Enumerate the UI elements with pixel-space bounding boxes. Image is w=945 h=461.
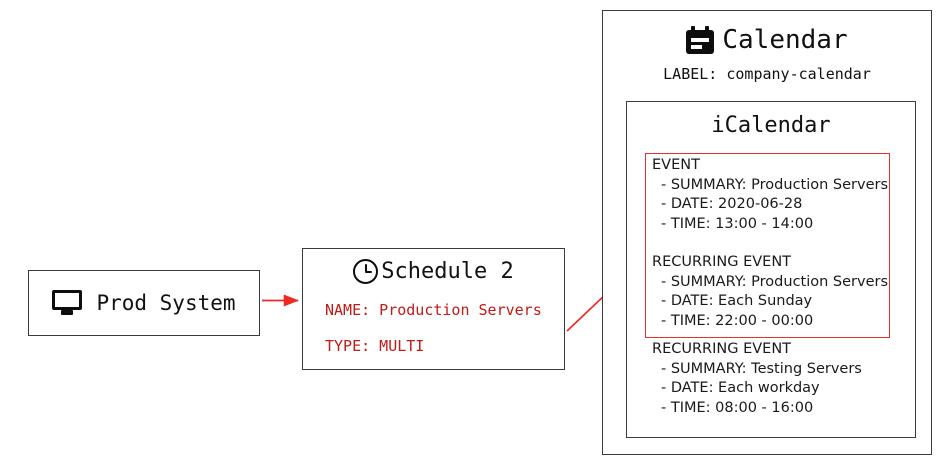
node-schedule-header: Schedule 2 <box>303 259 564 284</box>
calendar-tab-right <box>705 26 710 33</box>
event-entry-2-time: - TIME: 22:00 - 00:00 <box>661 312 814 329</box>
calendar-line-2 <box>691 45 703 49</box>
clock-hand-hour <box>365 271 373 274</box>
node-schedule-title: Schedule 2 <box>381 259 514 284</box>
event-entry-2-summary: - SUMMARY: Production Servers <box>661 273 889 290</box>
event-entry-3-summary: - SUMMARY: Testing Servers <box>661 360 862 377</box>
event-highlight-region <box>645 153 890 338</box>
node-calendar-title: Calendar <box>722 25 848 55</box>
clock-hand-minute <box>364 264 367 272</box>
node-calendar-header: Calendar <box>603 25 931 55</box>
monitor-stand <box>61 310 74 315</box>
event-entry-1: EVENT - SUMMARY: Production Servers - DA… <box>652 156 888 234</box>
monitor-icon <box>52 290 83 316</box>
calendar-label-line: LABEL: company-calendar <box>663 65 871 83</box>
event-entry-2-heading: RECURRING EVENT <box>652 254 792 270</box>
node-prod-system[interactable]: Prod System <box>28 270 260 336</box>
calendar-line-1 <box>691 38 710 42</box>
event-entry-2-date: - DATE: Each Sunday <box>661 293 813 310</box>
event-entry-3-date: - DATE: Each workday <box>661 380 820 397</box>
event-entry-1-date: - DATE: 2020-06-28 <box>661 196 803 213</box>
event-entry-1-summary: - SUMMARY: Production Servers <box>661 176 889 193</box>
event-entry-3-time: - TIME: 08:00 - 16:00 <box>661 399 814 416</box>
event-entry-3: RECURRING EVENT - SUMMARY: Testing Serve… <box>652 340 862 418</box>
clock-icon <box>353 259 379 284</box>
event-entry-2: RECURRING EVENT - SUMMARY: Production Se… <box>652 253 888 331</box>
node-schedule[interactable]: Schedule 2 NAME: Production Servers TYPE… <box>302 248 565 370</box>
event-entry-1-heading: EVENT <box>652 157 700 173</box>
schedule-attribute-name: NAME: Production Servers <box>325 301 542 319</box>
clock-dial <box>353 259 379 284</box>
node-prod-system-title: Prod System <box>96 291 236 315</box>
calendar-icon <box>686 26 715 54</box>
event-entry-3-heading: RECURRING EVENT <box>652 341 792 357</box>
calendar-body <box>686 30 715 54</box>
event-entry-1-time: - TIME: 13:00 - 14:00 <box>661 215 814 232</box>
schedule-attribute-type: TYPE: MULTI <box>325 337 425 355</box>
monitor-screen <box>52 290 83 310</box>
calendar-tab-left <box>691 26 696 33</box>
node-icalendar-title: iCalendar <box>711 113 831 138</box>
